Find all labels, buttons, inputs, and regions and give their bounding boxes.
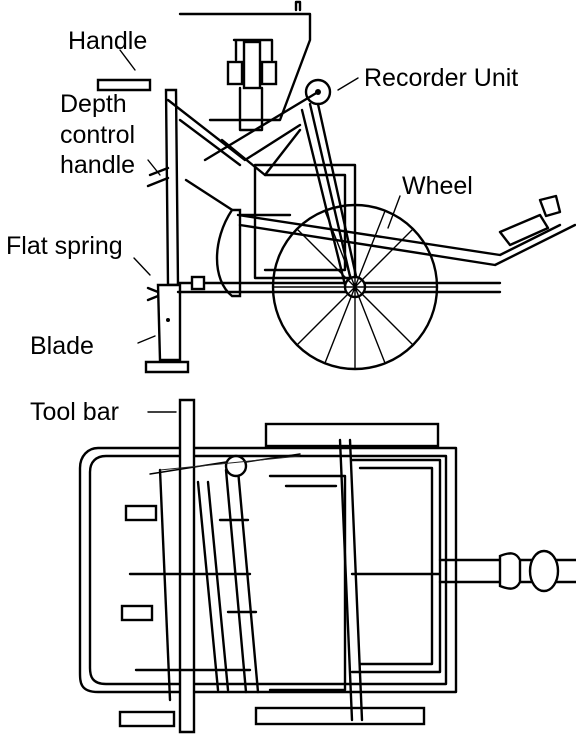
label-blade: Blade [30,332,94,360]
middle-panel [268,474,347,692]
axle-bar [338,438,364,722]
frame-inner [263,173,347,272]
cross-arm-1 [124,504,158,522]
cross-arms-lines [128,518,258,672]
spool-right [260,60,278,86]
depth-control-lever [146,166,170,188]
diagonal-bar-3 [158,468,172,702]
label-wheel: Wheel [402,172,473,200]
inner-box [350,458,442,674]
tow-coupler-1 [498,552,522,590]
tow-coupler-2 [528,549,560,593]
link-arm-3 [203,90,320,162]
cross-arm-3 [118,710,176,728]
handle-post [164,88,180,287]
recorder-housing [178,12,312,122]
cross-arm-2 [120,604,154,622]
spool-left [226,60,244,86]
label-depth-control-3: handle [60,151,135,179]
label-depth-control-2: control [60,121,135,149]
handle-bar [96,78,152,92]
wheel-plate-bottom [254,706,426,726]
shank-bolt [166,318,170,322]
diagonal-bar-1 [224,468,260,694]
main-beam [176,281,502,294]
top-view: Tool bar [30,398,576,734]
wheel-spokes [272,204,438,370]
label-flat-spring: Flat spring [6,232,123,260]
blade-shank [156,283,182,362]
belt-hatch [159,455,301,471]
label-depth-control-1: Depth [60,90,127,118]
diagonal-bar-2 [196,480,230,692]
blade-foot [144,360,190,374]
leader-blade [137,335,156,344]
housing-knob [294,0,302,12]
outer-frame-inner [88,454,448,686]
drive-belts [300,102,360,287]
link-arm-2 [178,118,242,167]
leader-flat-spring [133,257,151,276]
beam-clamp [190,275,206,291]
pulley-top [224,454,248,478]
flat-spring [146,286,160,302]
tool-bar [178,398,196,734]
spool-center [242,40,262,90]
hitch [498,213,550,247]
tow-bar [236,213,576,267]
front-shield [215,208,242,298]
hitch-end [538,194,562,218]
leader-recorder [337,77,359,91]
spool-bracket [232,38,274,62]
label-tool-bar: Tool bar [30,398,119,426]
side-view: Handle Depth control handle Flat spring … [6,0,576,374]
leader-handle [119,49,136,71]
label-handle: Handle [68,27,147,55]
label-recorder-unit: Recorder Unit [364,64,518,92]
spool-cylinder [238,86,264,132]
outer-frame [78,446,458,694]
wheel-plate-top [264,422,440,448]
leader-wheel [387,195,401,229]
